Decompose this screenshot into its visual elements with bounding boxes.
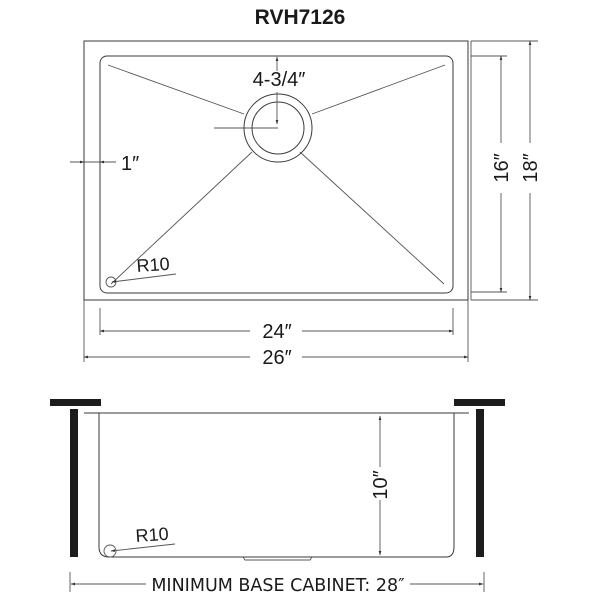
corner-radius-label: R10: [136, 254, 170, 276]
inner-width-label: 24″: [262, 321, 291, 343]
side-corner-radius-leader: [110, 543, 176, 552]
inner-depth-label: 16″: [491, 153, 513, 182]
outer-flange-outline: [83, 40, 469, 301]
flange-label: 1″: [121, 153, 139, 175]
inner-bowl-outline: [99, 55, 454, 294]
slope-line-top-right: [311, 64, 446, 115]
drain-nub: [242, 556, 313, 561]
countertop-right: [454, 399, 505, 406]
model-title: RVH7126: [255, 6, 346, 29]
cabinet-wall-right: [476, 409, 484, 557]
side-corner-radius-label: R10: [135, 524, 169, 546]
bowl-depth-label: 10″: [370, 470, 392, 499]
slope-line-bottom-left: [110, 151, 253, 285]
slope-line-top-left: [107, 64, 245, 115]
drain-offset-label: 4-3/4″: [253, 69, 306, 91]
outer-depth-label: 18″: [520, 153, 542, 182]
corner-radius-leader: [111, 273, 177, 283]
top-view: 4-3/4″ 1″ R10 24″ 26″ 16″: [70, 40, 542, 369]
cabinet-wall-left: [70, 409, 78, 557]
outer-width-label: 26″: [262, 347, 291, 369]
side-view: 10″ R10 MINIMUM BASE CABINET: 28″: [50, 399, 505, 596]
bowl-profile: [98, 413, 455, 558]
side-corner-radius-marker: [103, 544, 117, 558]
min-base-cabinet-label: MINIMUM BASE CABINET: 28″: [151, 576, 405, 596]
slope-line-bottom-right: [299, 151, 445, 285]
countertop-left: [50, 399, 101, 406]
